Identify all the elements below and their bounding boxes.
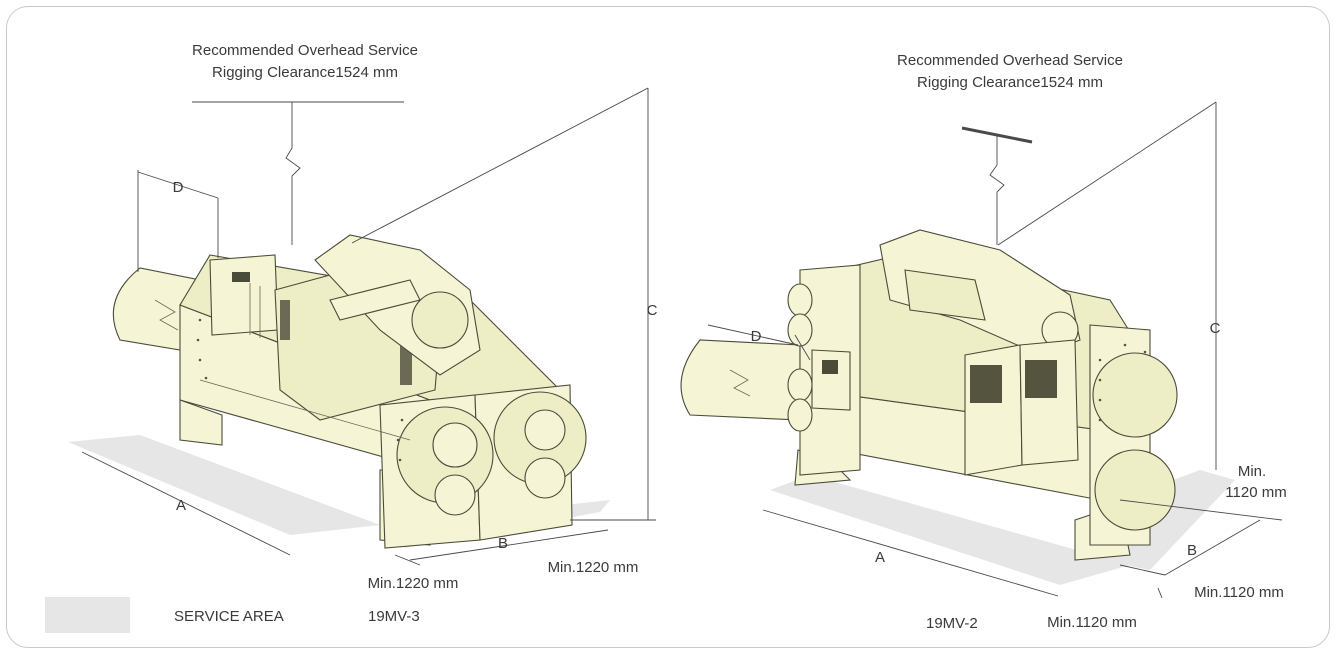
right-dim-b-label: B bbox=[1187, 542, 1197, 559]
left-min-side: Min.1220 mm bbox=[548, 559, 639, 576]
left-min-front: Min.1220 mm bbox=[368, 575, 459, 592]
right-pipe-cylinder bbox=[680, 339, 801, 421]
right-rigging-break-line bbox=[989, 135, 1005, 245]
left-dim-a-line bbox=[81, 451, 291, 556]
left-dim-c-label: C bbox=[647, 302, 658, 319]
right-dim-b-line bbox=[1164, 519, 1261, 576]
right-service-area-front bbox=[770, 475, 1130, 585]
left-unit: Recommended Overhead Service Rigging Cle… bbox=[68, 42, 658, 592]
right-overhead-line2: Rigging Clearance1524 mm bbox=[917, 74, 1103, 91]
left-foot-1 bbox=[179, 399, 223, 446]
left-overhead-line1: Recommended Overhead Service bbox=[192, 42, 418, 59]
left-discharge-pipe bbox=[329, 279, 421, 321]
left-overhead-line2: Rigging Clearance1524 mm bbox=[212, 64, 398, 81]
right-unit: Recommended Overhead Service Rigging Cle… bbox=[680, 52, 1287, 631]
left-dim-d-line bbox=[137, 171, 219, 199]
right-dim-a-label: A bbox=[875, 549, 885, 566]
left-model-label: 19MV-3 bbox=[368, 608, 420, 625]
right-control-panel bbox=[811, 349, 851, 411]
right-dim-d-label: D bbox=[751, 328, 762, 345]
left-dim-a-label: A bbox=[176, 497, 186, 514]
right-min-side: Min.1120 mm bbox=[1194, 584, 1284, 601]
service-area-label: SERVICE AREA bbox=[174, 608, 284, 625]
left-rigging-break-line bbox=[285, 102, 301, 245]
right-vfd-cabinet-2 bbox=[1019, 339, 1079, 466]
right-overhead-line1: Recommended Overhead Service bbox=[897, 52, 1123, 69]
right-vfd-cabinet-1 bbox=[964, 344, 1023, 476]
right-flange-1 bbox=[1092, 352, 1178, 438]
left-dim-d-label: D bbox=[173, 179, 184, 196]
right-dim-d-line bbox=[707, 324, 799, 346]
right-dim-c-label: C bbox=[1210, 320, 1221, 337]
right-dim-a-line bbox=[762, 509, 1059, 597]
right-flange-2 bbox=[1094, 449, 1176, 531]
service-area-swatch bbox=[45, 597, 130, 633]
left-dim-b-label: B bbox=[498, 535, 508, 552]
right-min-top-line1: Min. bbox=[1238, 463, 1266, 480]
right-min-top-line2: 1120 mm bbox=[1225, 484, 1286, 501]
left-control-panel bbox=[209, 254, 279, 336]
left-dim-b-line bbox=[409, 529, 609, 561]
right-min-front: Min.1120 mm bbox=[1047, 614, 1137, 631]
right-model-label: 19MV-2 bbox=[926, 615, 978, 632]
left-service-area-front bbox=[68, 435, 380, 535]
